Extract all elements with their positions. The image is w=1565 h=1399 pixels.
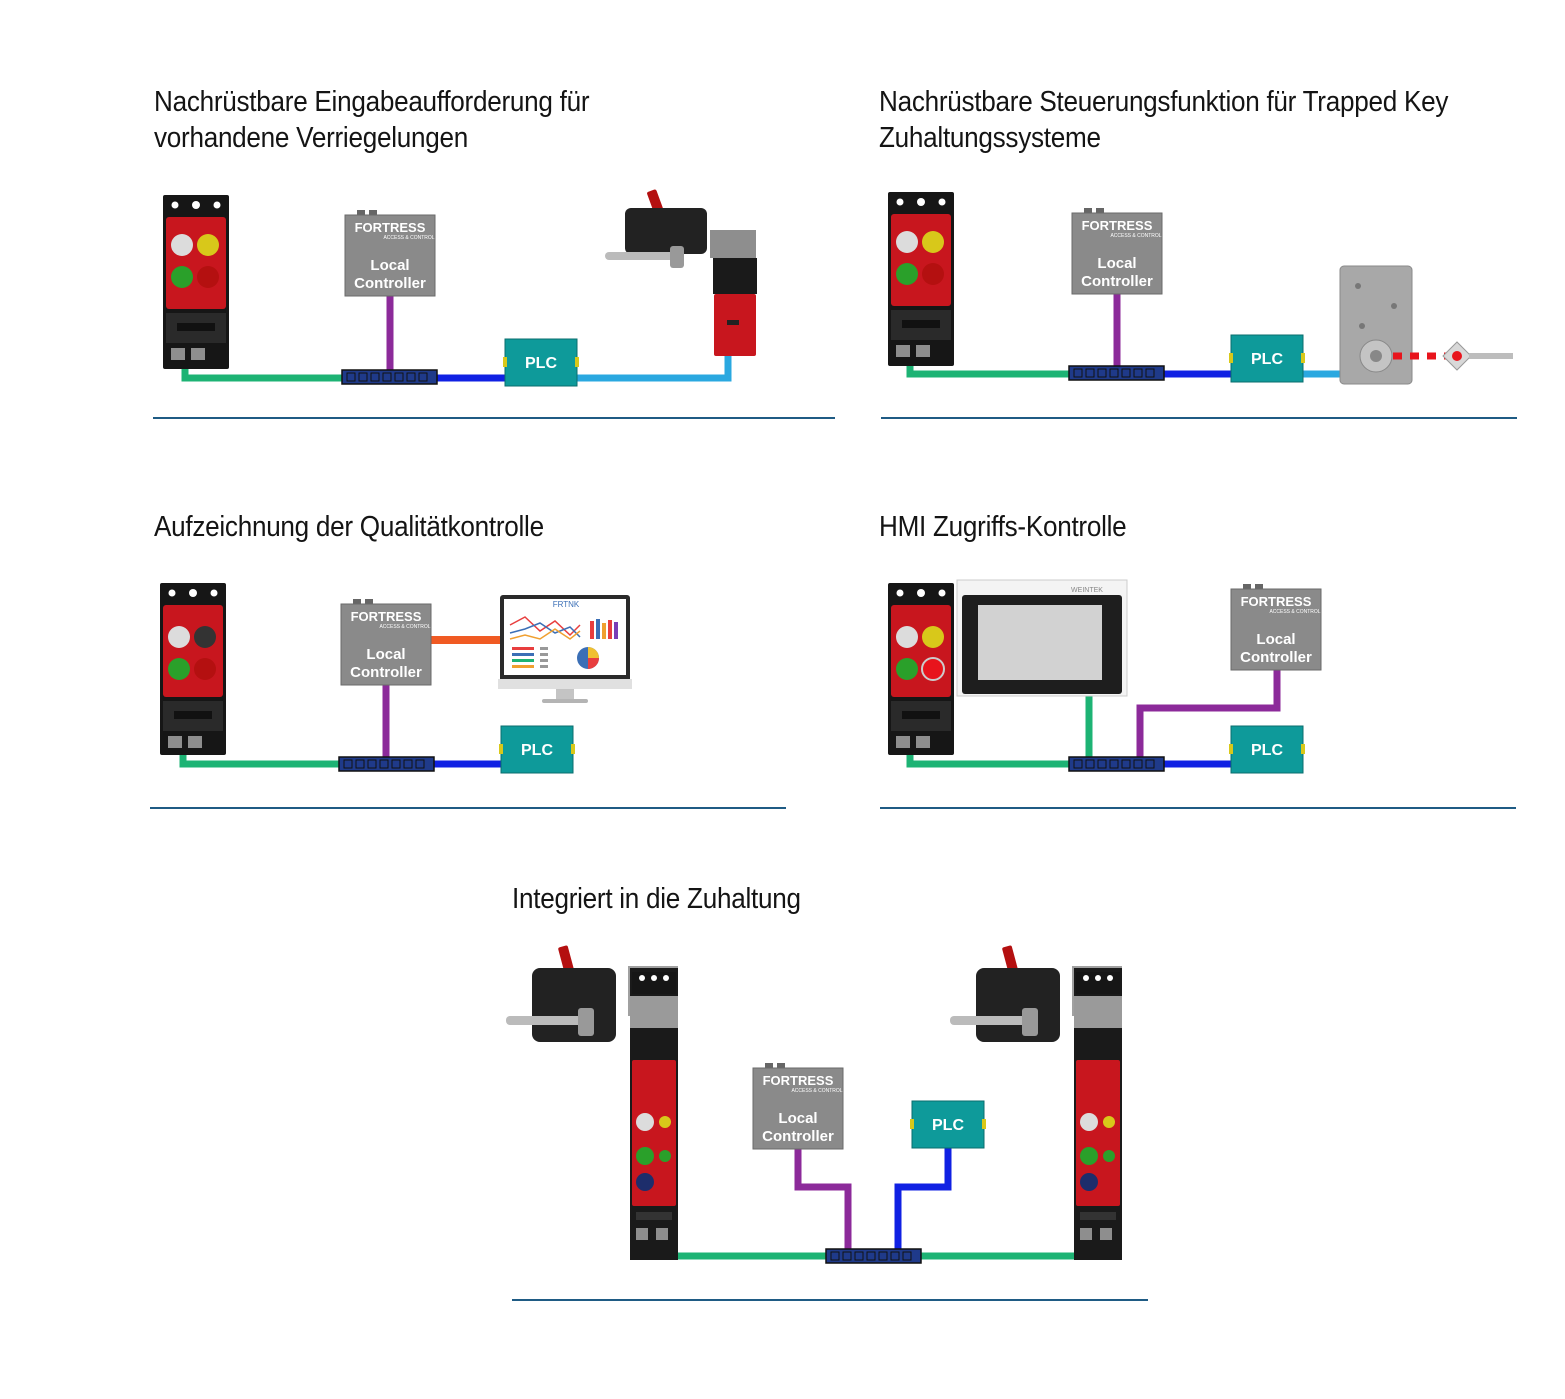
title-line: Aufzeichnung der Qualitätkontrolle [154,511,544,543]
title-line: Nachrüstbare Steuerungsfunktion für Trap… [879,86,1449,118]
plc-cable [894,1148,952,1250]
hmi-touch-panel: WEINTEK [956,579,1128,697]
plc-box: PLC [499,725,575,774]
controller-line2: Controller [1081,273,1153,290]
ethernet-switch [825,1248,922,1264]
controller-brand: FORTRESS [355,220,426,235]
local-controller: FORTRESS ACCESS & CONTROL Local Controll… [340,599,432,686]
ethernet-switch [338,756,435,772]
ethernet-switch [341,369,438,385]
plc-box: PLC [503,338,579,387]
local-controller: FORTRESS ACCESS & CONTROL Local Controll… [1071,208,1163,295]
plc-label: PLC [1251,742,1283,759]
ethernet-switch [1068,756,1165,772]
title-line: HMI Zugriffs-Kontrolle [879,511,1127,543]
local-controller: FORTRESS ACCESS & CONTROL Local Controll… [1230,584,1322,671]
controller-brand: FORTRESS [763,1073,834,1088]
rfid-interlock-device [888,583,954,755]
plc-box: PLC [1229,725,1305,774]
section-title-integrated: Integriert in die Zuhaltung [512,881,801,917]
guard-lock-handle [605,189,757,356]
title-line: Integriert in die Zuhaltung [512,883,801,915]
section-divider [512,1299,1148,1301]
io-cable [577,354,732,382]
rfid-interlock-device [160,583,226,755]
controller-line2: Controller [762,1128,834,1145]
controller-line1: Local [778,1110,817,1127]
section-divider [150,807,786,809]
guard-lock-right [950,945,1122,1260]
controller-tagline: ACCESS & CONTROL [791,1088,842,1094]
plc-box: PLC [1229,334,1305,383]
section-divider [153,417,835,419]
section-divider [880,807,1516,809]
title-line: vorhandene Verriegelungen [154,122,468,154]
diagram-retrofit-prompt: FORTRESS ACCESS & CONTROL Local Controll… [163,189,757,387]
plc-box: PLC [910,1100,986,1149]
diagram-quality-recording: FORTRESS ACCESS & CONTROL Local Controll… [160,583,632,774]
guard-lock-left [506,945,678,1260]
section-divider [881,417,1517,419]
trapped-key-unit [1339,265,1413,385]
controller-tagline: ACCESS & CONTROL [1269,609,1320,615]
controller-brand: FORTRESS [351,609,422,624]
monitor: FRTNK [498,595,632,703]
section-title-hmi-access: HMI Zugriffs-Kontrolle [879,509,1127,545]
diagram-integrated: FORTRESS ACCESS & CONTROL Local Controll… [506,945,1122,1264]
section-title-trapped-key: Nachrüstbare Steuerungsfunktion für Trap… [879,84,1448,156]
controller-line1: Local [1097,255,1136,272]
trapped-key-icon [1442,341,1513,371]
controller-line2: Controller [354,275,426,292]
title-line: Nachrüstbare Eingabeaufforderung für [154,86,590,118]
plc-label: PLC [1251,351,1283,368]
controller-line2: Controller [1240,649,1312,666]
ethernet-switch [1068,365,1165,381]
rfid-interlock-device [163,195,229,369]
ethernet-cable-right [920,1232,1097,1260]
controller-brand: FORTRESS [1082,218,1153,233]
plc-label: PLC [521,742,553,759]
section-title-quality-recording: Aufzeichnung der Qualitätkontrolle [154,509,544,545]
controller-line1: Local [1256,631,1295,648]
controller-cable [1136,670,1281,758]
controller-tagline: ACCESS & CONTROL [1110,233,1161,239]
controller-cable [794,1148,852,1250]
monitor-logo: FRTNK [553,600,580,609]
controller-line1: Local [366,646,405,663]
local-controller: FORTRESS ACCESS & CONTROL Local Controll… [752,1063,844,1150]
diagram-hmi-access: WEINTEK FORTRESS ACCESS & CONTROL Local … [888,579,1322,774]
rfid-interlock-device [888,192,954,366]
controller-line2: Controller [350,664,422,681]
controller-tagline: ACCESS & CONTROL [383,235,434,241]
section-title-retrofit-prompt: Nachrüstbare Eingabeaufforderung für vor… [154,84,590,156]
local-controller: FORTRESS ACCESS & CONTROL Local Controll… [344,210,436,297]
controller-line1: Local [370,257,409,274]
controller-brand: FORTRESS [1241,594,1312,609]
plc-label: PLC [932,1117,964,1134]
plc-label: PLC [525,355,557,372]
title-line: Zuhaltungssysteme [879,122,1101,154]
controller-tagline: ACCESS & CONTROL [379,624,430,630]
diagram-trapped-key: FORTRESS ACCESS & CONTROL Local Controll… [888,192,1513,385]
hmi-brand: WEINTEK [1071,587,1103,594]
